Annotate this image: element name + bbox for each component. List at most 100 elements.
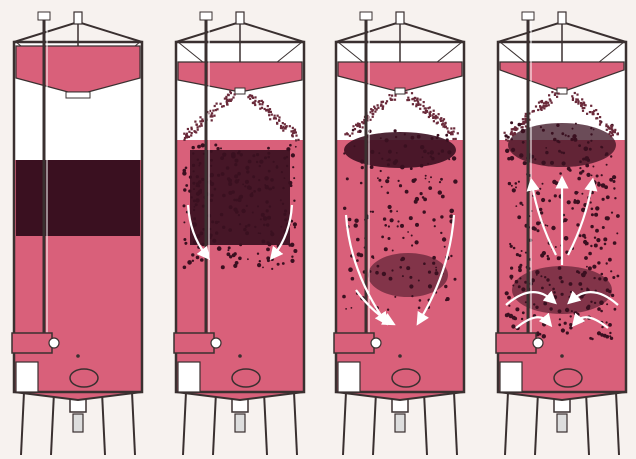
pomace-particle	[515, 182, 518, 185]
spray-droplet	[599, 120, 601, 122]
pomace-particle	[293, 200, 295, 202]
tank-1	[12, 12, 142, 455]
spray-droplet	[258, 100, 260, 102]
pomace-particle	[240, 153, 243, 156]
pomace-particle	[567, 135, 569, 137]
outlet-pipe	[557, 414, 567, 432]
spray-droplet	[183, 133, 185, 135]
pomace-particle	[576, 200, 581, 205]
pomace-particle	[606, 262, 608, 264]
pomace-particle	[423, 210, 426, 213]
pomace-particle	[191, 196, 193, 198]
pomace-particle	[435, 267, 437, 269]
pomace-particle	[512, 285, 514, 287]
pomace-particle	[192, 260, 194, 262]
spray-droplet	[607, 125, 609, 127]
spray-droplet	[254, 100, 256, 102]
spray-droplet	[614, 129, 616, 131]
spray-droplet	[351, 132, 353, 134]
manhole-bolt	[560, 354, 564, 358]
pomace-particle	[387, 177, 390, 180]
pomace-particle	[282, 262, 285, 265]
spray-droplet	[268, 114, 270, 116]
pomace-particle	[210, 150, 213, 153]
pomace-particle	[572, 135, 575, 138]
spray-droplet	[435, 116, 437, 118]
pomace-particle	[399, 266, 402, 269]
pomace-particle	[422, 156, 424, 158]
pomace-particle	[415, 197, 419, 201]
pomace-particle	[256, 161, 258, 163]
pomace-particle	[571, 310, 573, 312]
pomace-particle	[579, 234, 582, 237]
pomace-particle	[509, 275, 513, 279]
pomace-particle	[593, 277, 595, 279]
pomace-particle	[536, 221, 540, 225]
spray-droplet	[535, 105, 537, 107]
pomace-particle	[515, 205, 517, 207]
pomace-particle	[418, 280, 420, 282]
pomace-particle	[345, 308, 347, 310]
pomace-particle	[266, 248, 270, 252]
pomace-particle	[590, 225, 593, 228]
pomace-particle	[549, 284, 551, 286]
pomace-particle	[370, 165, 374, 169]
pomace-particle	[182, 171, 186, 175]
pomace-particle	[561, 328, 565, 332]
pipe-elbow	[360, 12, 372, 20]
pomace-particle	[246, 170, 249, 173]
pomace-particle	[597, 331, 601, 335]
spray-droplet	[265, 109, 267, 111]
tank-leg	[343, 392, 346, 455]
pomace-particle	[510, 121, 513, 124]
pomace-particle	[603, 237, 607, 241]
pomace-particle	[614, 197, 616, 199]
pomace-particle	[268, 188, 271, 191]
pomace-particle	[518, 268, 522, 272]
pomace-particle	[265, 200, 268, 203]
spray-droplet	[522, 126, 524, 128]
pomace-particle	[402, 237, 404, 239]
pomace-particle	[542, 334, 546, 338]
spray-droplet	[593, 110, 595, 112]
spray-droplet	[583, 101, 585, 103]
spray-droplet	[215, 109, 217, 111]
spray-droplet	[514, 132, 516, 134]
pomace-particle	[348, 218, 352, 222]
pomace-particle	[264, 176, 268, 180]
pomace-particle	[386, 160, 388, 162]
pomace-particle	[505, 149, 509, 153]
pomace-particle	[381, 236, 384, 239]
pomace-particle	[183, 221, 185, 223]
pomace-particle	[548, 199, 551, 202]
tank-leg	[51, 392, 54, 455]
spray-droplet	[194, 121, 196, 123]
top-inlet	[558, 12, 566, 24]
pomace-particle	[409, 276, 412, 279]
pomace-particle	[585, 156, 590, 161]
spray-droplet	[261, 103, 263, 105]
pomace-particle	[185, 167, 188, 170]
spray-droplet	[251, 95, 253, 97]
pomace-particle	[606, 335, 610, 339]
spray-droplet	[551, 91, 553, 93]
pomace-particle	[293, 249, 297, 253]
pomace-particle	[257, 263, 261, 267]
spray-droplet	[391, 95, 393, 97]
pomace-particle	[578, 282, 582, 286]
pomace-particle	[192, 182, 195, 185]
pomace-particle	[263, 216, 268, 221]
spray-droplet	[429, 115, 431, 117]
pomace-particle	[266, 209, 269, 212]
pomace-particle	[565, 134, 567, 136]
spray-droplet	[576, 94, 578, 96]
pomace-particle	[507, 313, 510, 316]
pomace-particle	[185, 243, 187, 245]
pomace-particle	[445, 134, 448, 137]
tank-leg	[535, 392, 538, 455]
pomace-particle	[292, 166, 294, 168]
spray-droplet	[589, 111, 591, 113]
pomace-particle	[601, 273, 604, 276]
pomace-particle	[539, 188, 541, 190]
pomace-particle	[346, 177, 349, 180]
